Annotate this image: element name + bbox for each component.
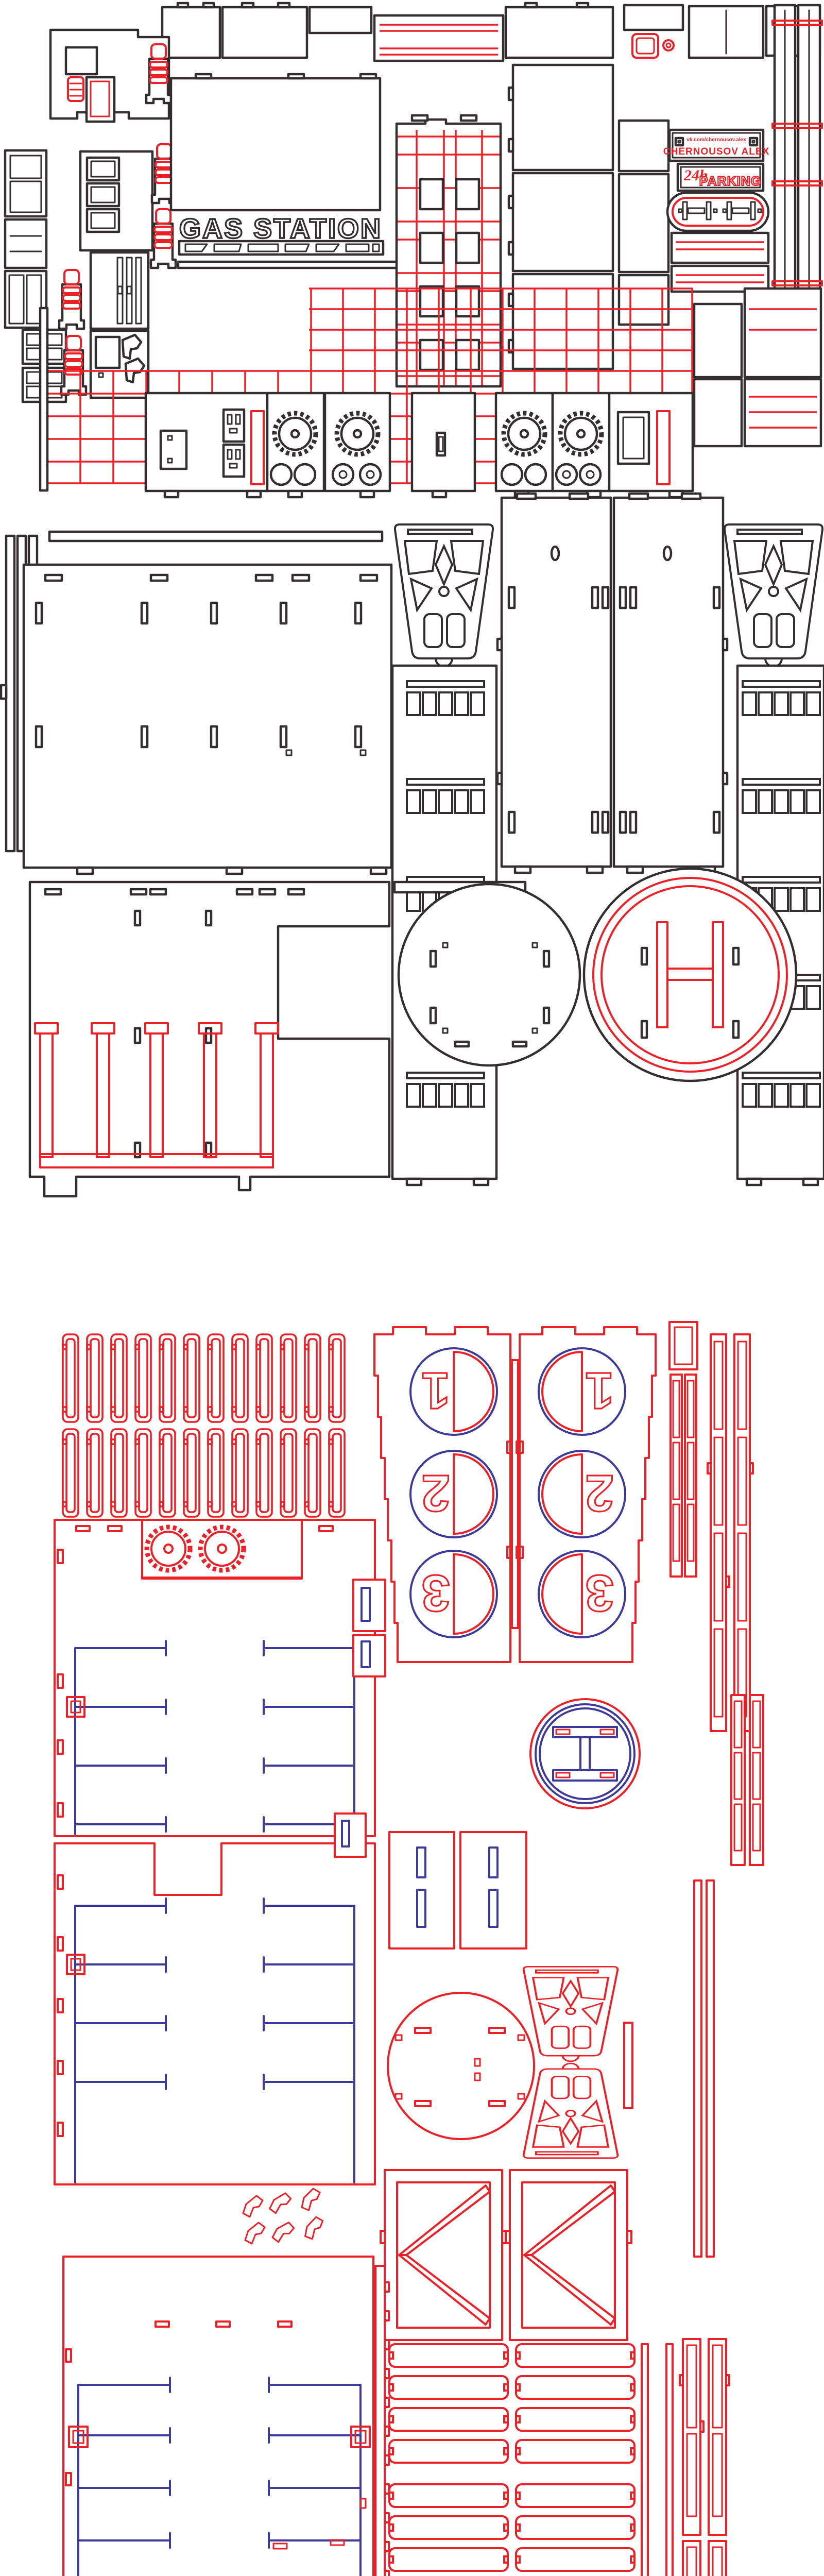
parking-sign-word: PARKING <box>699 174 761 189</box>
blue-rail-comb <box>268 2377 362 2576</box>
sheet-1-building-parts: GAS STATION vk.com/chernousov.al <box>4 2 823 499</box>
helipad-letter-mark <box>656 921 724 1028</box>
sheet-2-structure-parts <box>0 492 824 1198</box>
small-parts-topleft <box>64 46 116 123</box>
gas-pump-part <box>151 209 176 268</box>
three-window-panel <box>79 150 154 252</box>
red-comb-engraving <box>34 1022 279 1168</box>
left-small-panels <box>4 149 66 402</box>
maker-sign-line1: vk.com/chernousov.alex <box>686 137 746 143</box>
thin-strip <box>623 2022 633 2109</box>
helipad-letter-mark-blue <box>552 1726 618 1782</box>
pump-station-boxes <box>144 392 694 499</box>
round-platform <box>397 883 581 1067</box>
braced-door-panel <box>505 2169 632 2341</box>
nozzle-panel <box>89 329 150 399</box>
roof-panels-row <box>161 2 821 62</box>
red-gear-plate <box>141 1519 303 1587</box>
floor-number: 1 <box>421 1362 450 1419</box>
canopy-truss <box>393 523 494 668</box>
grid-edge-bar <box>39 307 49 492</box>
tower-panel <box>395 114 502 388</box>
parking-sign: 24h PARKING <box>676 162 765 192</box>
mullion-strips-top <box>668 1321 754 1732</box>
tall-wall-panel <box>496 492 612 874</box>
wall-panels-right <box>507 63 670 370</box>
parking-sign-prefix: 24h <box>683 167 708 184</box>
red-wall-panel-b <box>54 1842 376 2185</box>
helipad-disc <box>582 867 798 1082</box>
gas-pump-part <box>59 270 84 329</box>
floor-number: 1 <box>585 1362 614 1419</box>
helipad-disc-red <box>529 1698 641 1809</box>
base-panel-with-comb <box>28 880 391 1198</box>
elevator-panel-right: 1 2 3 <box>516 1326 657 1663</box>
gas-station-sign-text: GAS STATION <box>179 213 382 244</box>
floor-number: 2 <box>585 1464 614 1522</box>
blue-rail-comb <box>77 2377 171 2576</box>
red-truss-flipped <box>522 2062 619 2159</box>
mullion-strips-bottom <box>641 2338 730 2576</box>
canopy-panel <box>169 73 382 212</box>
maker-sign-line2: CHERNOUSOV ALEX <box>663 146 769 157</box>
mullion-strips-middle <box>693 1694 764 2258</box>
blue-slot-pieces <box>334 1579 386 1858</box>
right-striped-panels <box>670 4 823 322</box>
floor-number: 3 <box>421 1564 450 1622</box>
blue-rail-comb <box>74 1897 167 2183</box>
tall-wall-panel <box>612 492 729 874</box>
red-wall-panel-a <box>54 1519 376 1837</box>
c-channel-strips <box>62 1333 346 1518</box>
oval-sign-base <box>666 191 770 232</box>
slat-panel <box>89 251 150 330</box>
round-platform-red <box>387 1992 535 2140</box>
maker-sign: vk.com/chernousov.alex CHERNOUSOV ALEX <box>663 128 769 162</box>
canopy-truss <box>723 523 824 668</box>
long-bar-part <box>48 530 384 543</box>
blue-rail-comb <box>263 1897 355 2183</box>
canopy-fascia-strip <box>178 240 385 256</box>
floor-number: 3 <box>585 1564 614 1622</box>
red-base-panel-c <box>62 2256 374 2576</box>
braced-door-panel <box>380 2169 507 2341</box>
divider-strip <box>511 1359 519 1629</box>
blue-rail-comb <box>263 1640 355 1835</box>
sheet1-bottom-right-panels <box>693 287 822 448</box>
floor-number: 2 <box>421 1464 450 1522</box>
floor-panel-large <box>22 563 393 875</box>
elevator-panel-left: 1 2 3 <box>373 1326 514 1663</box>
blue-rail-comb <box>74 1640 167 1835</box>
red-truss <box>522 1965 619 2062</box>
hook-pieces <box>242 2188 324 2245</box>
red-slats <box>388 2343 636 2572</box>
sheet-3-red-parts: 1 2 3 1 2 3 <box>54 1321 764 2576</box>
zipper-strip <box>374 2265 390 2576</box>
slotted-panels <box>388 1831 527 1950</box>
